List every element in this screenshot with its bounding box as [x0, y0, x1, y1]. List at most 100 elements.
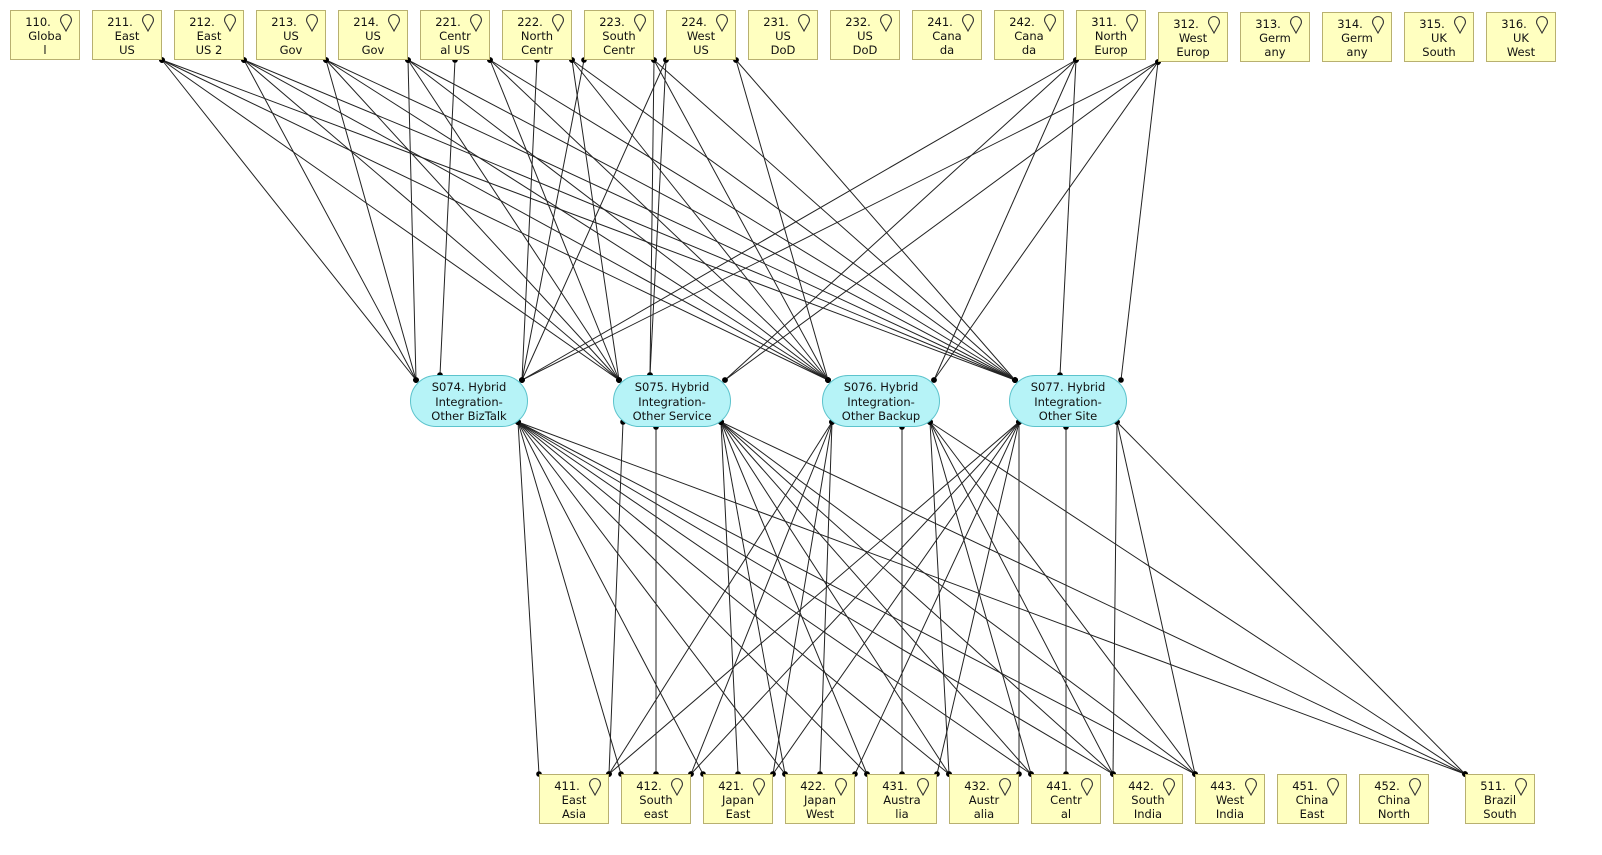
location-name-line1: North [520, 29, 554, 43]
location-number: 441. [1046, 779, 1072, 793]
location-name-line2: l [43, 43, 47, 57]
location-number: 241. [927, 15, 953, 29]
location-number: 314. [1337, 17, 1363, 31]
location-pin-icon [633, 14, 647, 33]
location-pin-icon [1371, 16, 1385, 35]
location-name-line2: India [1133, 807, 1163, 821]
location-pin-icon [752, 778, 766, 797]
service-label-line2: Integration- [847, 394, 915, 409]
edge-213-S075 [325, 59, 620, 381]
service-label-line2: Integration- [435, 394, 503, 409]
location-number: 422. [800, 779, 826, 793]
location-name-line2: US [119, 43, 135, 57]
location-name-line1: US [365, 29, 381, 43]
location-name-line2: Gov [361, 43, 385, 57]
location-number: 213. [271, 15, 297, 29]
connector-dot [931, 377, 937, 383]
edge-221-S075 [489, 59, 620, 381]
location-number: 315. [1419, 17, 1445, 31]
edge-S075-411 [608, 421, 624, 775]
edge-214-S075 [407, 59, 620, 381]
location-pin-icon [1043, 14, 1057, 33]
edge-222-S076 [571, 59, 829, 381]
location-name-line1: China [1295, 793, 1329, 807]
edge-224-S075 [649, 59, 667, 376]
edge-S076-443 [929, 421, 1196, 775]
location-name-line2: East [725, 807, 751, 821]
service-label-line3: Other Service [632, 409, 712, 423]
edge-S076-422 [819, 421, 833, 775]
location-pin-icon [551, 14, 565, 33]
edge-S075-421 [720, 421, 739, 775]
location-pin-icon [1125, 14, 1139, 33]
edge-S076-432 [929, 421, 950, 775]
edge-S077-431 [936, 421, 1020, 775]
location-pin-icon [998, 778, 1012, 797]
edge-S074-421 [517, 421, 704, 775]
service-label-line3: Other BizTalk [431, 409, 507, 423]
location-name-line2: US 2 [195, 43, 223, 57]
location-pin-icon [1408, 778, 1422, 797]
edge-223-S076 [653, 59, 829, 381]
location-number: 214. [353, 15, 379, 29]
location-number: 311. [1091, 15, 1117, 29]
edge-312-S074 [521, 61, 1159, 381]
location-pin-icon [916, 778, 930, 797]
edge-222-S077 [571, 59, 1016, 381]
edge-221-S077 [489, 59, 1016, 381]
edge-S075-422 [720, 421, 786, 775]
location-pin-icon [834, 778, 848, 797]
edge-S074-422 [517, 421, 786, 775]
location-name-line1: East [196, 29, 222, 43]
location-name-line2: West [1506, 45, 1536, 59]
location-name-line2: any [1346, 45, 1368, 59]
edge-212-S077 [243, 59, 1016, 381]
edge-224-S077 [735, 59, 1016, 381]
location-name-line1: Globa [28, 29, 62, 43]
location-name-line1: Brazil [1483, 793, 1517, 807]
location-pin-icon [1326, 778, 1340, 797]
location-pin-icon [1244, 778, 1258, 797]
edge-211-S075 [161, 59, 620, 381]
location-number: 511. [1480, 779, 1506, 793]
location-name-line2: DoD [770, 43, 796, 57]
location-name-line2: Europ [1094, 43, 1128, 57]
location-name-line1: US [775, 29, 791, 43]
